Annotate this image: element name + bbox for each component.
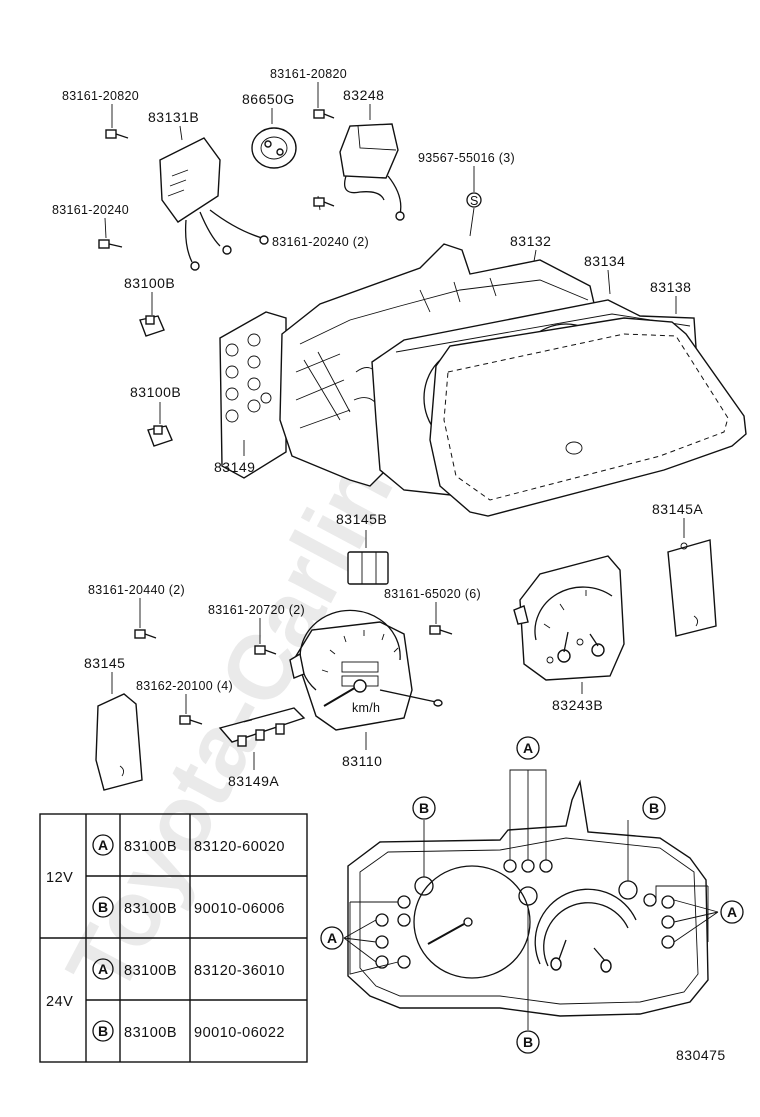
bulb-table: 12V 24V A 83100B 83120-60020 B 83100B 90… [39, 813, 308, 1063]
label-83162-20100: 83162-20100 (4) [136, 679, 233, 693]
callout-A-icon: A [516, 736, 540, 760]
screw-icon [105, 129, 129, 139]
callout-S-icon: S [466, 192, 482, 208]
table-row-letter: A [98, 961, 108, 977]
table-row-number: 83120-60020 [194, 839, 285, 855]
table-row-part: 83100B [124, 839, 177, 855]
label-83100B-lower: 83100B [130, 384, 181, 400]
label-83161-20240-2: 83161-20240 (2) [272, 235, 369, 249]
callout-A-icon: A [320, 926, 344, 950]
label-83138: 83138 [650, 279, 691, 295]
label-83149A: 83149A [228, 773, 279, 789]
label-83134: 83134 [584, 253, 625, 269]
callout-B-icon: B [516, 1030, 540, 1054]
svg-text:S: S [470, 194, 479, 208]
speedo-unit: km/h [352, 701, 380, 715]
label-83132: 83132 [510, 233, 551, 249]
table-row-letter: B [98, 899, 108, 915]
bracket-83131B-icon [159, 137, 269, 271]
svg-text:A: A [727, 904, 737, 920]
table-row-letter: A [98, 837, 108, 853]
bulb-location-diagram: A B B A A B [320, 736, 744, 1054]
label-83100B-upper: 83100B [124, 275, 175, 291]
label-83161-20720: 83161-20720 (2) [208, 603, 305, 617]
svg-text:A: A [523, 740, 533, 756]
buzzer-86650G-icon [251, 127, 297, 169]
bulb-socket-icon [139, 315, 165, 337]
screw-icon [429, 625, 453, 635]
circuit-board-83149A-icon [218, 707, 306, 747]
diagram-code: 830475 [676, 1047, 726, 1063]
table-row-number: 83120-36010 [194, 963, 285, 979]
label-83110: 83110 [342, 753, 382, 769]
bulb-socket-icon [147, 425, 173, 447]
table-row-part: 83100B [124, 901, 177, 917]
callout-A-icon: A [720, 900, 744, 924]
table-row-part: 83100B [124, 1025, 177, 1041]
screw-icon [134, 629, 157, 639]
screw-icon [179, 715, 203, 725]
label-83145B: 83145B [336, 511, 387, 527]
table-group-24V: 24V [46, 994, 73, 1010]
label-83248: 83248 [343, 87, 384, 103]
label-83161-65020: 83161-65020 (6) [384, 587, 481, 601]
screw-icon [313, 109, 335, 119]
case-83132 [279, 243, 597, 487]
label-83243B: 83243B [552, 697, 603, 713]
screw-icon [98, 239, 123, 249]
screw-icon [313, 197, 335, 207]
table-row-part: 83100B [124, 963, 177, 979]
svg-text:B: B [523, 1034, 533, 1050]
table-row-number: 90010-06022 [194, 1025, 285, 1041]
table-row: A 83100B 83120-36010 [92, 958, 285, 980]
cover-83145-icon [95, 693, 143, 791]
label-83131B: 83131B [148, 109, 199, 125]
relay-83248-icon [339, 123, 405, 221]
label-83145: 83145 [84, 655, 125, 671]
gauge-83243B [513, 555, 625, 681]
svg-text:A: A [327, 930, 337, 946]
label-86650G: 86650G [242, 91, 295, 107]
table-row-letter: B [98, 1023, 108, 1039]
label-93567-55016: 93567-55016 (3) [418, 151, 515, 165]
table-row: B 83100B 90010-06006 [92, 896, 285, 918]
plate-83145B-icon [347, 551, 389, 585]
housing-83149 [219, 311, 287, 479]
svg-text:B: B [419, 800, 429, 816]
table-row: A 83100B 83120-60020 [92, 834, 285, 856]
speedometer-83110: km/h [289, 609, 443, 731]
table-row: B 83100B 90010-06022 [92, 1020, 285, 1042]
cover-83145A-icon [667, 539, 717, 637]
table-group-12V: 12V [46, 870, 73, 886]
screw-icon [254, 645, 277, 655]
label-83161-20820-top: 83161-20820 [270, 67, 347, 81]
callout-B-icon: B [642, 796, 666, 820]
svg-text:B: B [649, 800, 659, 816]
callout-B-icon: B [412, 796, 436, 820]
label-83161-20820-left: 83161-20820 [62, 89, 139, 103]
table-row-number: 90010-06006 [194, 901, 285, 917]
label-83161-20240: 83161-20240 [52, 203, 129, 217]
glass-83138 [429, 317, 747, 517]
label-83161-20440: 83161-20440 (2) [88, 583, 185, 597]
label-83145A: 83145A [652, 501, 703, 517]
label-83149: 83149 [214, 459, 255, 475]
